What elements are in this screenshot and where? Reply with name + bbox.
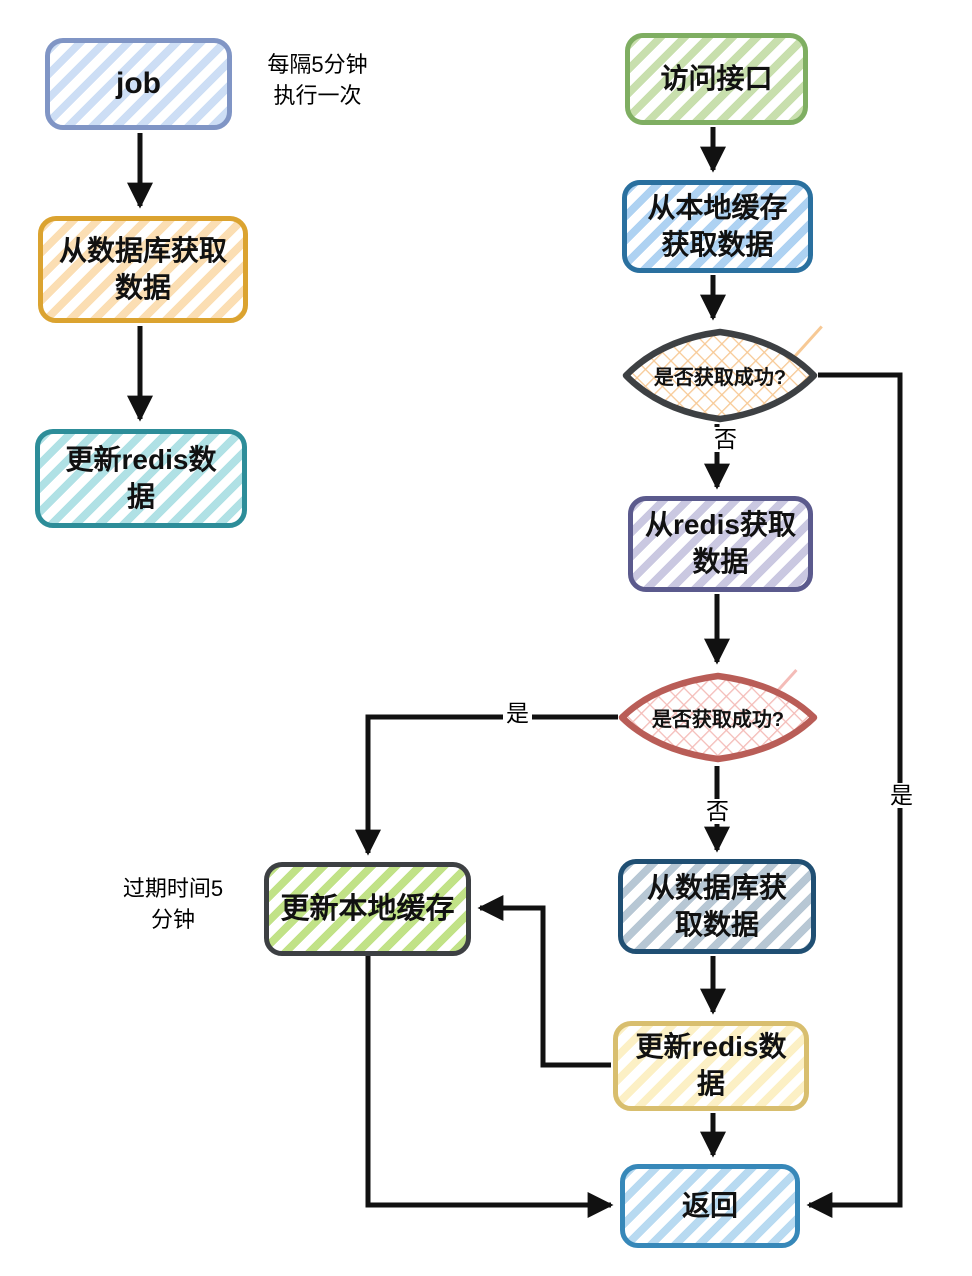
flow-node-api-entry-label: 访问接口 bbox=[660, 62, 773, 94]
flow-node-redis-update-api-label: 更新redis数 据 bbox=[635, 1031, 787, 1099]
annotation-job-schedule: 每隔5分钟 执行一次 bbox=[267, 52, 368, 108]
edge-check2-yes-to-updatelocal bbox=[355, 714, 618, 856]
edge-updatelocal-to-return bbox=[365, 956, 614, 1218]
edge-label-check-local-yes: 是 bbox=[887, 782, 916, 809]
flow-node-redis-fetch-label: 从redis获取 数据 bbox=[645, 509, 796, 577]
decision-node-check-local: 是否获取成功? bbox=[620, 326, 820, 425]
flow-node-redis-update-api: 更新redis数 据 bbox=[613, 1021, 809, 1111]
decision-node-check-redis-label: 是否获取成功? bbox=[651, 709, 785, 731]
annotation-cache-ttl: 过期时间5 分钟 bbox=[122, 876, 224, 932]
flow-node-db-fetch-job-label: 从数据库获取 数据 bbox=[58, 234, 227, 303]
flow-node-return: 返回 bbox=[620, 1164, 800, 1248]
edge-redisupdate2-to-updatelocal bbox=[477, 895, 611, 1068]
flow-node-local-cache-update-label: 更新本地缓存 bbox=[280, 892, 455, 925]
edge-label-check-redis-no: 否 bbox=[703, 798, 732, 825]
decision-diamond-shape bbox=[622, 328, 818, 423]
flow-node-local-cache-fetch-label: 从本地缓存 获取数据 bbox=[647, 191, 788, 260]
flow-node-local-cache-fetch: 从本地缓存 获取数据 bbox=[622, 180, 813, 273]
decision-node-check-local-label: 是否获取成功? bbox=[653, 367, 787, 389]
decision-diamond-shape bbox=[618, 672, 818, 763]
flow-node-db-fetch-api-label: 从数据库获 取数据 bbox=[646, 871, 787, 940]
flow-node-redis-update-job: 更新redis数 据 bbox=[35, 429, 247, 528]
flow-node-job-label: job bbox=[116, 67, 161, 101]
flow-node-return-label: 返回 bbox=[681, 1189, 738, 1221]
decision-node-check-redis: 是否获取成功? bbox=[616, 670, 820, 765]
flow-node-local-cache-update: 更新本地缓存 bbox=[264, 862, 471, 956]
flow-node-db-fetch-api: 从数据库获 取数据 bbox=[618, 859, 816, 954]
flow-node-db-fetch-job: 从数据库获取 数据 bbox=[38, 216, 248, 323]
edge-label-check-redis-yes: 是 bbox=[503, 700, 532, 727]
flow-node-redis-update-job-label: 更新redis数 据 bbox=[65, 443, 217, 512]
flow-node-redis-fetch: 从redis获取 数据 bbox=[628, 496, 813, 592]
edge-label-check-local-no: 否 bbox=[711, 426, 740, 453]
flow-node-api-entry: 访问接口 bbox=[625, 33, 808, 125]
flow-node-job: job bbox=[45, 38, 232, 130]
